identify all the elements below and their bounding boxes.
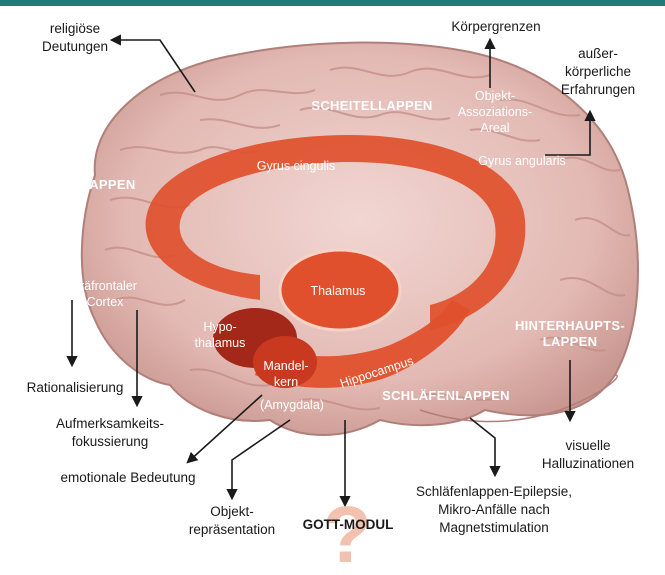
callout-epilepsie-2: Mikro-Anfälle nach: [438, 502, 550, 517]
callout-rationalisierung: Rationalisierung: [27, 380, 124, 395]
label-hinterhaupt-1: HINTERHAUPTS-: [515, 318, 625, 333]
label-mandelkern-1: Mandel-: [263, 359, 308, 373]
label-objekt-3: Areal: [480, 121, 509, 135]
label-schlaefenlappen: SCHLÄFENLAPPEN: [382, 388, 510, 403]
callout-aufmerksamkeit-2: fokussierung: [72, 434, 149, 449]
callout-visuelle-1: visuelle: [565, 438, 610, 453]
callout-objekt-rep-2: repräsentation: [189, 522, 275, 537]
label-scheitellappen: SCHEITELLAPPEN: [311, 98, 432, 113]
label-thalamus: Thalamus: [311, 284, 366, 298]
label-objekt-1: Objekt-: [475, 89, 515, 103]
callout-religioese-2: Deutungen: [42, 39, 108, 54]
label-gyrus-angularis: Gyrus angularis: [478, 154, 566, 168]
label-stirnlappen: STIRNLAPPEN: [40, 177, 135, 192]
label-praefrontal-2: Cortex: [87, 295, 125, 309]
label-praefrontal-1: präfrontaler: [73, 279, 137, 293]
callout-religioese-1: religiöse: [50, 21, 100, 36]
callout-ausser-1: außer-: [578, 46, 618, 61]
label-gyrus-cingulis: Gyrus cingulis: [257, 159, 336, 173]
label-hinterhaupt-2: LAPPEN: [543, 334, 598, 349]
question-mark: ?: [323, 490, 372, 575]
callout-gott-modul: GOTT-MODUL: [303, 517, 394, 532]
callout-visuelle-2: Halluzinationen: [542, 456, 634, 471]
label-mandelkern-2: kern: [274, 375, 298, 389]
callout-ausser-2: körperliche: [565, 64, 631, 79]
top-bar: [0, 0, 665, 6]
label-objekt-2: Assoziations-: [458, 105, 532, 119]
callout-ausser-3: Erfahrungen: [561, 82, 635, 97]
label-hypothalamus-2: thalamus: [195, 336, 246, 350]
callout-epilepsie-1: Schläfenlappen-Epilepsie,: [416, 484, 572, 499]
callout-emotional: emotionale Bedeutung: [60, 470, 195, 485]
label-mandelkern-3: (Amygdala): [260, 398, 324, 412]
callout-aufmerksamkeit-1: Aufmerksamkeits-: [56, 416, 164, 431]
callout-epilepsie-3: Magnetstimulation: [439, 520, 549, 535]
label-hypothalamus-1: Hypo-: [203, 320, 236, 334]
callout-koerpergrenzen: Körpergrenzen: [451, 19, 540, 34]
callout-objekt-rep-1: Objekt-: [210, 504, 254, 519]
